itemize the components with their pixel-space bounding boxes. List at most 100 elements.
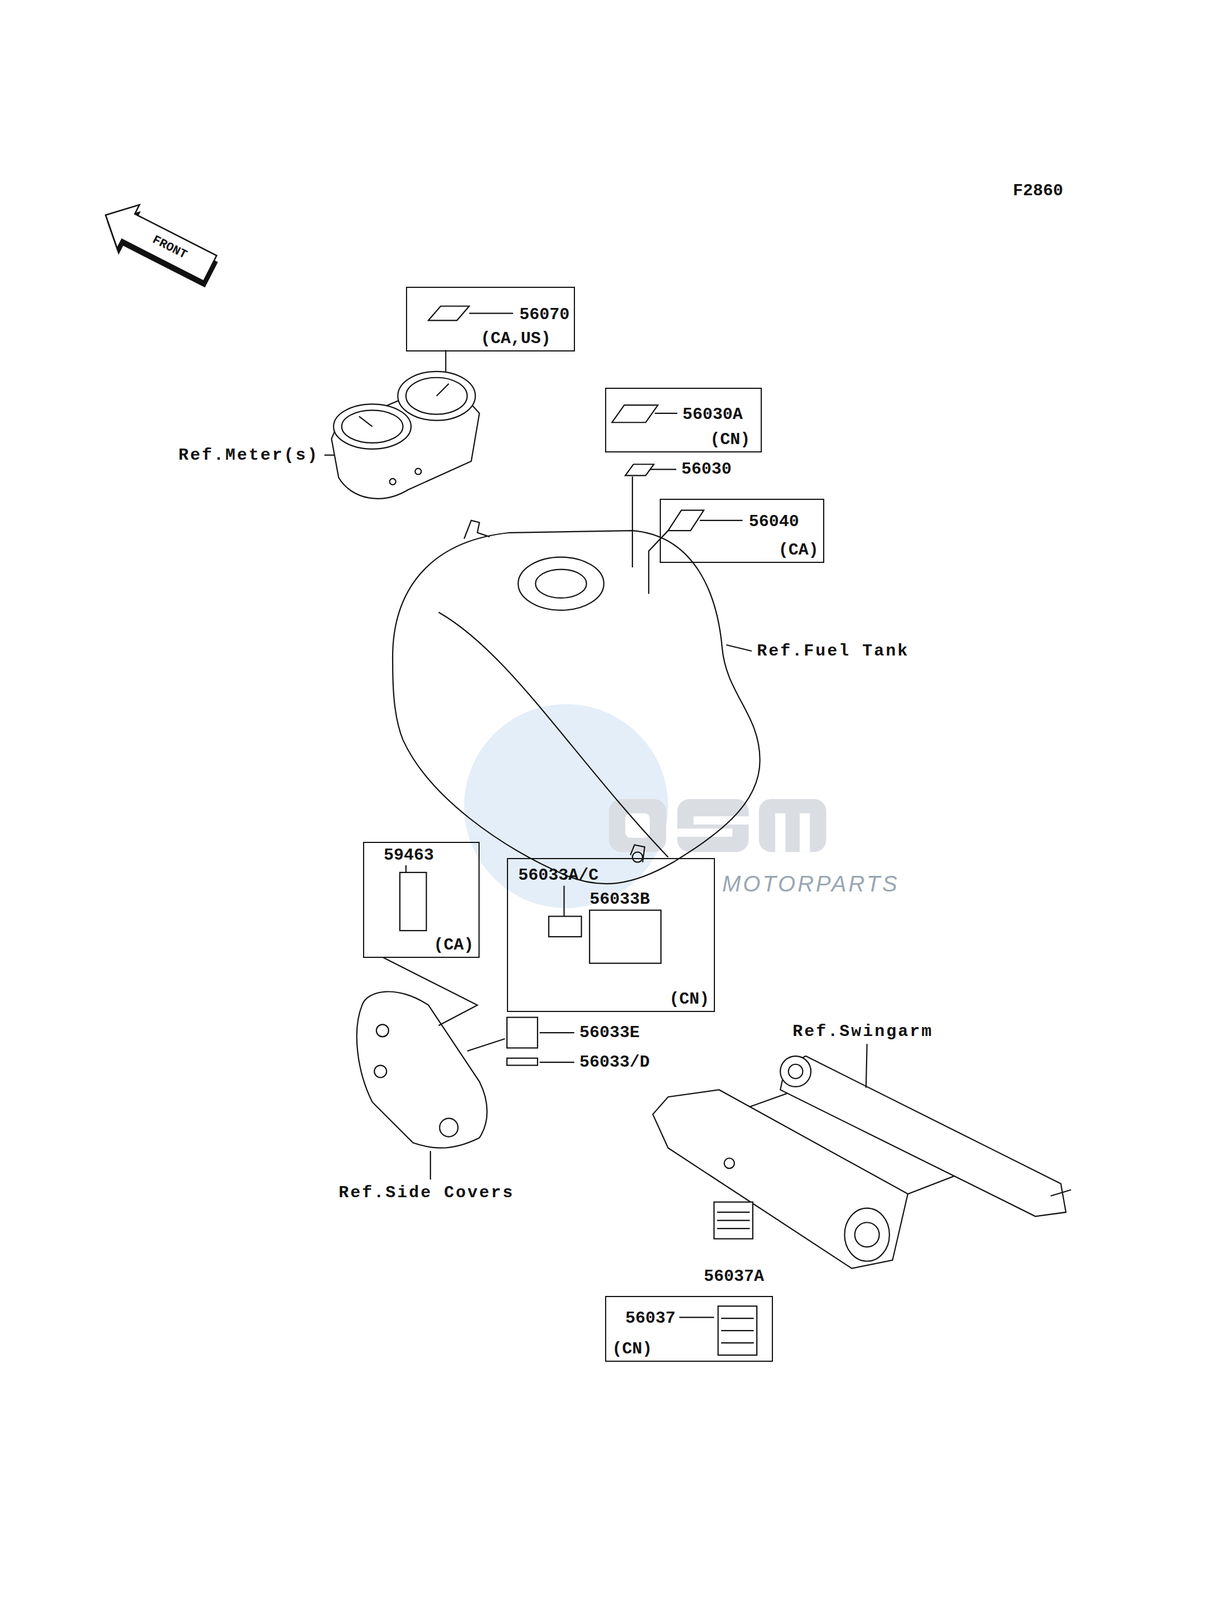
fuel-cap: [518, 557, 604, 611]
callout-number: 56033/D: [579, 1053, 650, 1071]
leader-line: [563, 885, 565, 917]
leader-line: [405, 864, 407, 873]
front-arrow-body: [94, 192, 221, 290]
callout-text: (CN): [612, 1340, 653, 1357]
callout-text: (CA,US): [480, 330, 551, 347]
swingarm-hub: [854, 1221, 880, 1247]
callout-text: (CN): [709, 431, 751, 448]
decal-icon: [589, 910, 661, 964]
decal-icon: [625, 463, 654, 476]
watermark-letter: [677, 798, 749, 852]
swingarm-hub: [844, 1207, 889, 1261]
watermark-letter: [693, 815, 749, 825]
meter-gauge: [333, 403, 412, 449]
leader-line: [866, 1043, 868, 1088]
meter-gauge: [405, 377, 468, 415]
side-cover-hole: [376, 1023, 389, 1037]
watermark-letter: [677, 828, 733, 837]
callout-text: (CA): [778, 541, 819, 559]
line-work: [324, 306, 1072, 1355]
leader-line: [654, 412, 678, 414]
decal-icon: [548, 916, 582, 937]
leader-line: [539, 1061, 575, 1063]
meter-needle: [436, 383, 449, 396]
decal-stripe: [717, 1211, 751, 1213]
fuel-tank: [392, 530, 761, 884]
callout-text: 56030A: [682, 405, 743, 423]
fuel-tank-edge: [438, 611, 669, 857]
callout-text: 56033A/C: [518, 866, 599, 884]
side-cover-hole: [374, 1065, 387, 1078]
decal-icon: [713, 1201, 753, 1239]
watermark-letter: [608, 798, 666, 852]
part-reference: Ref.Swingarm: [792, 1022, 934, 1040]
watermark-globe: [463, 703, 669, 908]
leader-line: [467, 1038, 506, 1051]
meter-gauge: [397, 371, 476, 421]
meter-bolt: [414, 468, 422, 475]
decal-icon: [668, 510, 704, 531]
watermark-letter: [759, 798, 827, 852]
callout-text: 56033B: [589, 890, 650, 908]
swingarm-arm: [653, 1089, 908, 1268]
watermark-letter: [775, 813, 786, 853]
figure-id: F2860: [1012, 182, 1063, 200]
decal-stripe: [717, 1219, 751, 1221]
label-box: 56033A/C 56033B (CN): [506, 857, 715, 1012]
callout-text: 59463: [383, 846, 434, 864]
decal-stripe: [721, 1317, 754, 1319]
leader-line: [631, 476, 633, 568]
callout-number: 56033E: [579, 1023, 640, 1041]
decal-icon: [506, 1057, 538, 1066]
leader-line: [429, 1150, 432, 1179]
side-cover-hole: [439, 1118, 458, 1137]
part-reference: Ref.Meter(s): [178, 446, 319, 464]
swingarm-pivot: [780, 1055, 811, 1087]
label-box: 56037 (CN): [605, 1295, 774, 1362]
label-box: 56040 (CA): [659, 498, 824, 563]
swingarm-hole: [724, 1157, 735, 1168]
callout-text: (CA): [433, 936, 474, 954]
watermark: MOTORPARTS: [722, 872, 900, 895]
callout-text: (CN): [669, 990, 710, 1008]
meter-needle: [359, 416, 373, 427]
decal-stripe: [721, 1329, 754, 1331]
side-cover: [356, 991, 488, 1148]
leader-line: [699, 519, 743, 521]
label-box: 56070 (CA,US): [405, 286, 575, 352]
decal-stripe: [717, 1227, 751, 1229]
front-arrow: [92, 192, 225, 297]
tank-bracket: [463, 520, 490, 539]
leader-line: [382, 956, 478, 1026]
decal-icon: [611, 404, 658, 423]
swingarm-axle: [1050, 1189, 1072, 1196]
decal-icon: [718, 1305, 758, 1355]
decal-stripe: [721, 1341, 754, 1343]
fuel-cap: [535, 569, 587, 598]
part-reference: Ref.Side Covers: [338, 1183, 515, 1201]
label-box: 56030A (CN): [605, 387, 763, 453]
leader-line: [539, 1031, 575, 1033]
decal-icon: [506, 1017, 538, 1048]
leader-line: [679, 1316, 714, 1318]
callout-number: 56030: [681, 460, 732, 478]
callout-text: 56040: [748, 513, 800, 530]
part-reference: Ref.Fuel Tank: [756, 642, 910, 660]
decal-icon: [428, 306, 470, 321]
meter-gauge: [341, 409, 404, 443]
tank-bracket: [632, 851, 643, 862]
callout-text: 56037: [625, 1309, 676, 1327]
leader-line: [726, 644, 752, 651]
label-box: 59463 (CA): [363, 841, 480, 958]
leader-line: [324, 454, 335, 456]
swingarm-pivot: [788, 1064, 804, 1079]
leader-line: [649, 468, 677, 470]
leader-line: [445, 349, 447, 371]
watermark-letter: [799, 813, 810, 853]
callout-text: 56070: [519, 306, 570, 323]
decal-icon: [399, 872, 427, 931]
callout-number: 56037A: [703, 1267, 765, 1285]
leader-line: [469, 312, 514, 314]
